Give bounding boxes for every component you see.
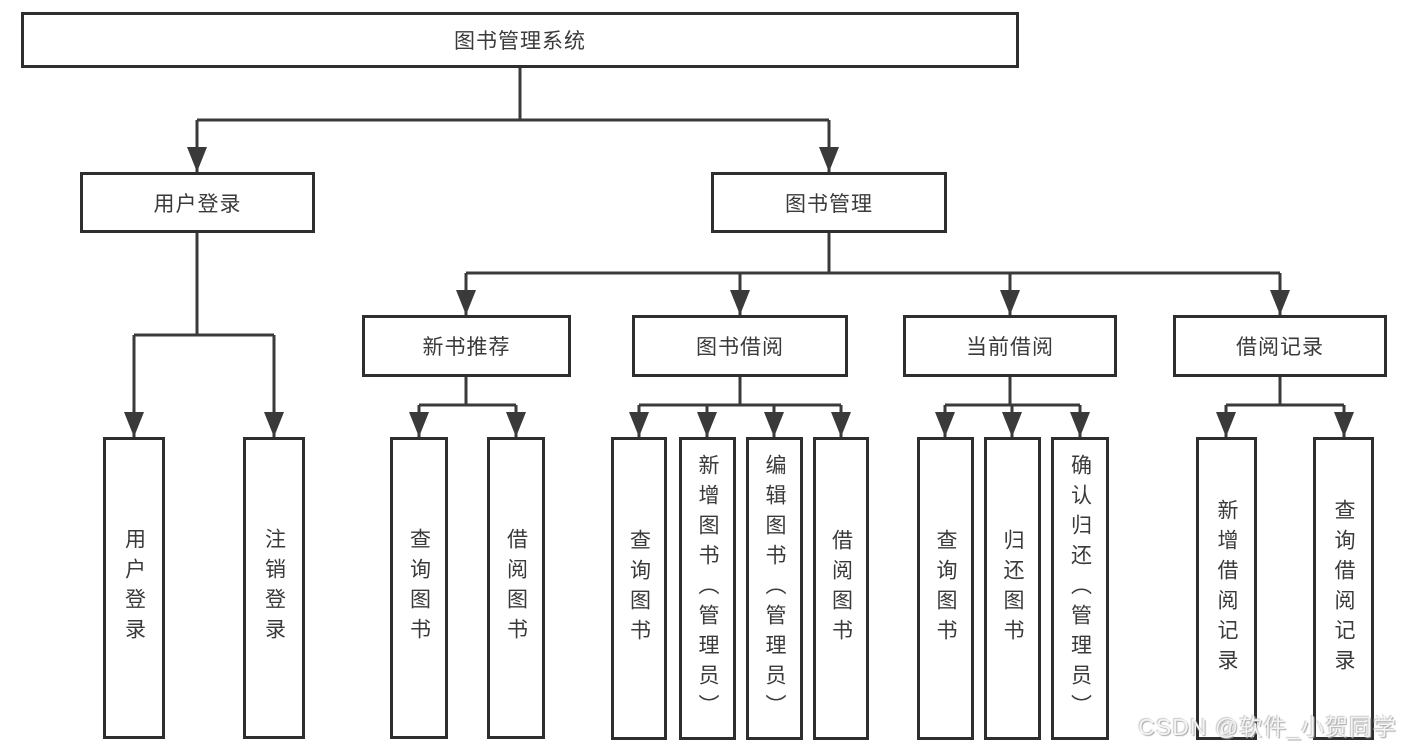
leaf-query-books-current-label: 查询图书	[934, 528, 957, 649]
leaf-query-books-recommend: 查询图书	[390, 437, 448, 739]
leaf-borrow-books-borrowing: 借阅图书	[813, 437, 869, 740]
leaf-user-login: 用户登录	[103, 437, 165, 739]
leaf-logout: 注销登录	[243, 437, 305, 739]
leaf-add-book-admin: 新增图书（管理员）	[679, 437, 736, 740]
leaf-query-borrow-record-label: 查询借阅记录	[1332, 498, 1355, 679]
node-new-book-recommend-label: 新书推荐	[422, 336, 511, 359]
node-borrow-records: 借阅记录	[1173, 315, 1387, 377]
leaf-query-books-borrowing-label: 查询图书	[627, 528, 651, 649]
node-user-login-label: 用户登录	[153, 192, 242, 216]
node-book-management: 图书管理	[711, 172, 947, 233]
leaf-query-books-borrowing: 查询图书	[611, 437, 667, 740]
leaf-borrow-books-recommend-label: 借阅图书	[504, 528, 528, 648]
leaf-confirm-return-admin: 确认归还（管理员）	[1051, 437, 1109, 740]
leaf-add-borrow-record: 新增借阅记录	[1196, 437, 1257, 740]
csdn-watermark: CSDN @软件_小贺同学	[1138, 714, 1397, 740]
leaf-add-book-admin-label: 新增图书（管理员）	[696, 453, 719, 724]
leaf-query-books-recommend-label: 查询图书	[407, 528, 431, 648]
leaf-borrow-books-borrowing-label: 借阅图书	[829, 528, 853, 649]
leaf-logout-label: 注销登录	[262, 528, 286, 648]
node-new-book-recommend: 新书推荐	[362, 315, 571, 377]
node-current-borrowing: 当前借阅	[903, 315, 1117, 377]
node-user-login: 用户登录	[80, 172, 315, 233]
leaf-user-login-label: 用户登录	[122, 528, 146, 648]
leaf-query-books-current: 查询图书	[917, 437, 974, 740]
node-borrow-records-label: 借阅记录	[1236, 336, 1324, 359]
leaf-return-book: 归还图书	[984, 437, 1041, 740]
leaf-edit-book-admin-label: 编辑图书（管理员）	[763, 453, 786, 724]
leaf-query-borrow-record: 查询借阅记录	[1313, 437, 1374, 740]
leaf-add-borrow-record-label: 新增借阅记录	[1215, 498, 1238, 679]
leaf-edit-book-admin: 编辑图书（管理员）	[746, 437, 803, 740]
leaf-return-book-label: 归还图书	[1001, 528, 1024, 649]
node-library-system-label: 图书管理系统	[454, 30, 586, 53]
node-book-borrowing-label: 图书借阅	[696, 336, 784, 359]
node-book-management-label: 图书管理	[785, 192, 873, 216]
node-library-system: 图书管理系统	[21, 12, 1019, 68]
leaf-confirm-return-admin-label: 确认归还（管理员）	[1068, 453, 1092, 724]
leaf-borrow-books-recommend: 借阅图书	[487, 437, 545, 739]
node-current-borrowing-label: 当前借阅	[966, 336, 1054, 359]
node-book-borrowing: 图书借阅	[632, 315, 848, 377]
